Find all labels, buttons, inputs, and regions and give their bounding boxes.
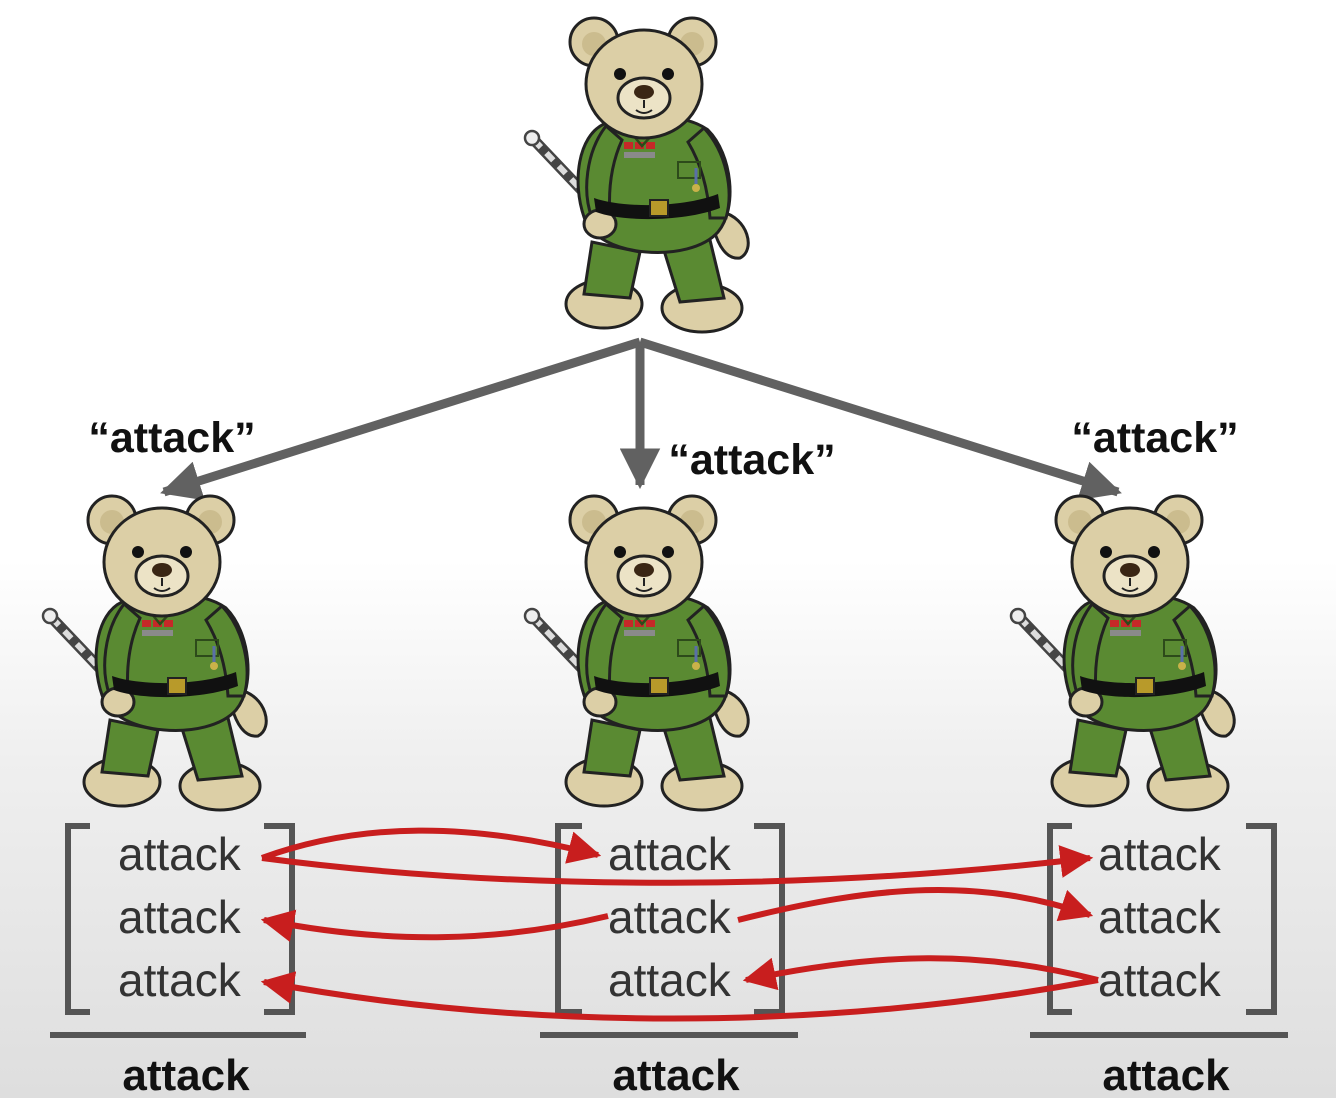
relay-arrow-2-to-1 xyxy=(260,909,609,942)
lieutenant-1-entry-3: attack xyxy=(118,954,242,1006)
lieutenant-2-entry-3: attack xyxy=(608,954,732,1006)
lieutenant-1-entry-2: attack xyxy=(118,891,242,943)
lieutenant-3-left-bracket xyxy=(1047,823,1072,1015)
order-label-left: “attack” xyxy=(88,414,255,462)
lieutenant-2-entry-1: attack xyxy=(608,828,732,880)
order-label-right: “attack” xyxy=(1071,414,1238,462)
lieutenant-3-entry-2: attack xyxy=(1098,891,1222,943)
lieutenant-1-entry-1: attack xyxy=(118,828,242,880)
lieutenant-3-decision: attack xyxy=(1102,1051,1230,1098)
lieutenant-2-left-bracket xyxy=(555,823,582,1015)
lieutenant-3-bear-icon xyxy=(1011,496,1234,810)
lieutenant-1-decision: attack xyxy=(122,1051,250,1098)
order-label-middle: “attack” xyxy=(668,436,835,484)
lieutenant-2-right-bracket xyxy=(754,823,785,1015)
order-arrow-left xyxy=(160,337,642,501)
relay-arrows xyxy=(260,827,1099,1022)
lieutenant-2-entry-2: attack xyxy=(608,891,732,943)
lieutenant-3-right-bracket xyxy=(1246,823,1277,1015)
lieutenant-2-decision: attack xyxy=(612,1051,740,1098)
lieutenant-3-entry-1: attack xyxy=(1098,828,1222,880)
lieutenant-1-bear-icon xyxy=(43,496,266,810)
relay-arrow-2-to-3 xyxy=(737,886,1094,923)
lieutenant-1-left-bracket xyxy=(65,823,90,1015)
relay-arrow-1-to-2 xyxy=(260,827,602,864)
lieutenant-3-entry-3: attack xyxy=(1098,954,1222,1006)
lieutenant-2-bear-icon xyxy=(525,496,748,810)
relay-arrow-1-to-3 xyxy=(261,845,1094,886)
relay-arrow-3-to-1 xyxy=(260,971,1099,1022)
order-arrows xyxy=(160,337,1122,501)
order-arrow-right xyxy=(638,337,1122,501)
relay-arrow-3-to-2 xyxy=(742,955,1099,991)
commander-bear-icon xyxy=(525,18,748,332)
